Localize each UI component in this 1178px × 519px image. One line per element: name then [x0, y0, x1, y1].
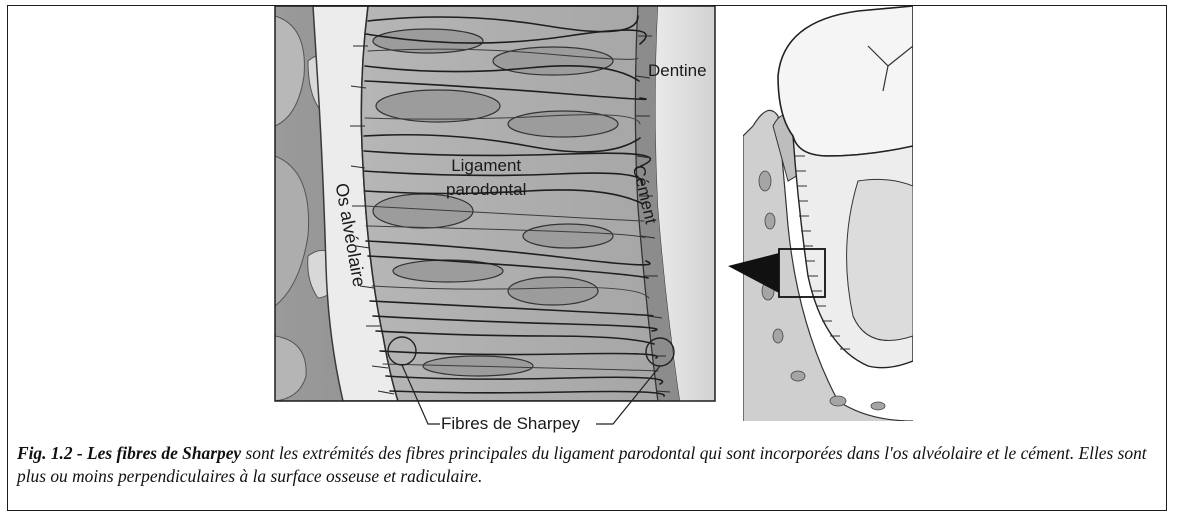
label-dentine: Dentine [648, 62, 707, 79]
caption-title: Fig. 1.2 - Les fibres de Sharpey [17, 443, 241, 463]
label-ligament-line1: Ligament [446, 154, 526, 178]
periodontal-illustration [8, 6, 1167, 441]
label-fibres-de-sharpey: Fibres de Sharpey [441, 415, 580, 432]
figure-caption: Fig. 1.2 - Les fibres de Sharpey sont le… [17, 442, 1157, 488]
label-ligament-line2: parodontal [446, 178, 526, 202]
tooth-overview [743, 6, 913, 436]
label-ligament-parodontal: Ligament parodontal [446, 154, 526, 202]
figure-frame: Dentine Ligament parodontal Os alvéolair… [7, 5, 1167, 511]
